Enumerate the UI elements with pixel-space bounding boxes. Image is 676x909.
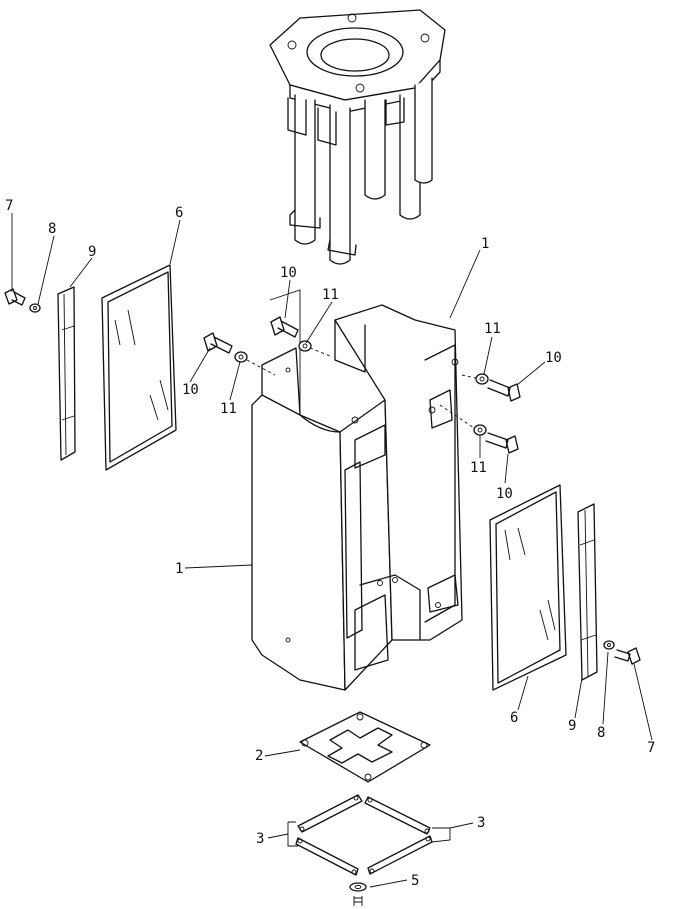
callout-10-c: 10 — [545, 350, 562, 366]
washer-8-right — [603, 640, 615, 650]
washer-11-a — [234, 351, 248, 363]
mount-strips — [295, 794, 433, 876]
callout-10-d: 10 — [496, 486, 513, 502]
callout-11-b: 11 — [220, 401, 237, 417]
bolt-10-c — [487, 379, 521, 402]
washer-11-d — [473, 424, 487, 436]
bolt-10-a — [203, 332, 233, 354]
callout-9-left: 9 — [88, 244, 96, 260]
glass-left — [101, 264, 177, 471]
callout-5: 5 — [411, 873, 419, 889]
callout-6-right: 6 — [510, 710, 518, 726]
cover-assembly — [251, 289, 463, 691]
glass-right — [489, 484, 567, 691]
callout-8-left: 8 — [48, 221, 56, 237]
strip-left — [57, 286, 76, 461]
callout-3-left: 3 — [256, 831, 264, 847]
callout-11-c: 11 — [484, 321, 501, 337]
washer-8-left — [29, 303, 41, 313]
bolt-10-b — [270, 316, 299, 338]
callout-7-right: 7 — [647, 740, 655, 756]
callout-10-b: 10 — [182, 382, 199, 398]
callout-11-d: 11 — [470, 460, 487, 476]
bolt-10-d — [485, 432, 519, 454]
callout-2: 2 — [255, 748, 263, 764]
callout-7-left: 7 — [5, 198, 13, 214]
callout-1-left: 1 — [175, 561, 183, 577]
callout-11-a: 11 — [322, 287, 339, 303]
leader-lines — [11, 213, 653, 888]
callout-8-right: 8 — [597, 725, 605, 741]
washer-5 — [349, 882, 367, 906]
washer-11-c — [475, 373, 489, 385]
base-plate — [299, 711, 431, 783]
column-assembly — [269, 9, 446, 265]
callout-9-right: 9 — [568, 718, 576, 734]
callouts: 7 8 9 6 1 10 11 10 11 11 10 11 10 1 6 9 … — [5, 198, 655, 889]
washer-11-b — [298, 340, 312, 352]
callout-3-right: 3 — [477, 815, 485, 831]
bolt-7-left — [4, 288, 26, 306]
callout-6-left: 6 — [175, 205, 183, 221]
callout-10-a: 10 — [280, 265, 297, 281]
strip-right — [577, 503, 598, 681]
callout-1-top: 1 — [481, 236, 489, 252]
bolt-7-right — [614, 647, 641, 665]
